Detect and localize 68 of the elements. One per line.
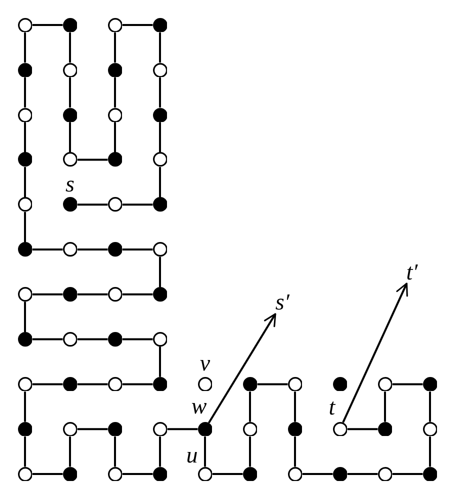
edge-line [32,473,63,475]
edge-line [32,383,63,386]
edge-line [347,428,378,430]
edge-line [69,122,71,152]
arrow [342,282,408,423]
arrow [208,313,276,424]
edge-line [114,77,116,108]
edge-line [77,428,108,430]
edge-line [32,248,63,250]
edge-line [294,436,296,467]
edge-line [69,32,71,63]
edge-line [204,436,206,467]
edge-line [159,256,161,288]
edge-line [32,293,63,296]
edge-line [24,392,26,422]
edge-line [159,77,161,108]
edge-line [24,122,26,152]
vertex-label: s [66,172,74,196]
edge-line [384,392,386,422]
edge-line [122,204,153,206]
edge-line [24,167,26,198]
edge-line [24,77,26,108]
edge-line [122,248,153,250]
edge-line [24,32,26,63]
edge-line [429,436,431,467]
edge-line [114,32,116,63]
edge-line [122,473,153,475]
edge-line [77,338,108,340]
edge-line [69,77,71,108]
edge-line [24,212,26,242]
edge-line [122,293,153,296]
edge-line [32,24,63,26]
edge-line [32,338,63,340]
edge-line [212,473,243,475]
edge-line [392,473,423,475]
edge-line [294,392,296,422]
edge-line [77,293,108,296]
edge-line [77,248,108,250]
edge-line [24,436,26,467]
edge-line [159,32,161,63]
point-label: s′ [275,290,290,314]
edge-line [114,122,116,152]
edge-line [159,346,161,377]
edge-line [24,302,26,332]
edge-line [392,383,423,386]
edge-line [167,428,198,430]
vertex-label: t [328,396,336,419]
edge-line [122,338,153,340]
edge-line [249,392,251,422]
edge-line [249,436,251,467]
edge-line [159,122,161,152]
edge-line [429,392,431,422]
edge-line [302,473,333,475]
vertex-label: u [186,444,198,466]
edge-line [122,24,153,26]
edge-line [159,167,161,198]
edge-line [69,436,71,467]
edge-line [257,383,288,386]
edge-line [77,383,108,386]
edge-line [114,436,116,467]
edge-line [77,158,108,161]
vertex-label: v [200,352,210,375]
vertex-label: w [191,394,207,418]
edge-line [122,383,153,386]
edge-line [347,473,378,475]
edge-line [159,436,161,467]
edge-line [77,204,108,206]
point-label: t′ [406,260,418,284]
